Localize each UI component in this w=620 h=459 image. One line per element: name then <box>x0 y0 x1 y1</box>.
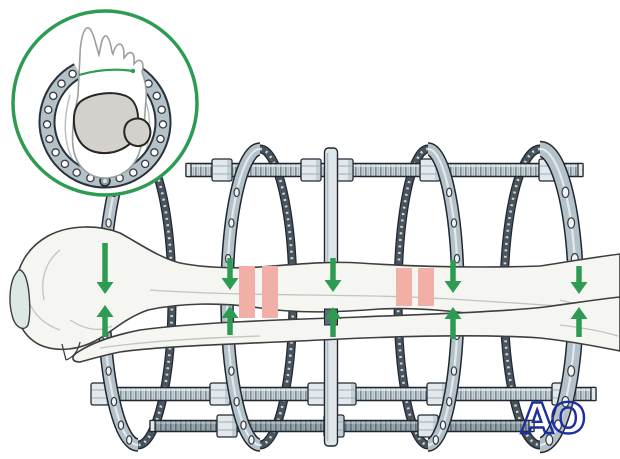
ring-hole <box>446 187 453 198</box>
foot-ring-hole <box>44 105 53 114</box>
ring-hole <box>233 396 240 407</box>
ring-hole <box>450 366 458 376</box>
foot-ring <box>38 63 172 189</box>
foot-ring-hole <box>158 120 168 129</box>
osteotomy-band <box>396 268 412 306</box>
top-threaded-rod <box>185 162 584 178</box>
foot-ring-hole <box>42 120 52 129</box>
ring-hole <box>561 186 570 199</box>
foot-ring-hole <box>60 159 70 169</box>
ring-hole <box>110 396 118 407</box>
hex-nut <box>216 414 238 438</box>
ring-hole <box>240 420 247 430</box>
foot-ring-hole <box>68 69 77 79</box>
hex-nut <box>211 158 233 182</box>
reference-wire-end-dot <box>130 68 136 74</box>
wire-arrow-pair <box>570 266 588 337</box>
wire-direction-arrows <box>96 243 588 339</box>
ao-logo: AO <box>521 394 585 443</box>
foot-ring-hole <box>156 134 165 144</box>
ring-hole <box>117 420 125 430</box>
ring-hole <box>450 218 458 228</box>
osteotomy-band <box>262 266 278 318</box>
hex-nut <box>300 158 322 182</box>
ring-hole <box>567 365 576 377</box>
fibula-detail-lines <box>99 324 619 349</box>
osteotomy-band <box>239 266 255 318</box>
foot-ring-hole <box>72 168 81 177</box>
foot-axial-inset <box>11 9 199 197</box>
reference-wire-line <box>78 68 134 77</box>
foot-ring-hole <box>57 79 66 88</box>
foot-ring-hole <box>45 134 54 144</box>
wire-arrow-pair <box>444 260 462 339</box>
foot-ring-hole <box>51 148 60 157</box>
ring-hole <box>233 187 240 198</box>
ring-hole <box>228 218 235 228</box>
osteotomy-bands <box>239 266 434 318</box>
ring-hole <box>545 434 554 446</box>
ring-hole <box>446 396 453 407</box>
cartilage-patch <box>9 269 31 330</box>
hex-nut <box>209 382 231 406</box>
hex-nut <box>335 382 357 406</box>
fibula-cross-section <box>123 117 152 148</box>
foot-ring-hole <box>129 168 138 177</box>
ring-hole <box>553 419 562 431</box>
ring-hole <box>439 420 447 430</box>
ring-hole <box>432 435 439 445</box>
foot-ring-hole <box>152 91 162 101</box>
ring-hole <box>248 435 255 445</box>
ring-hole <box>126 435 133 445</box>
ring-hole <box>228 366 235 376</box>
wire-arrow-pair <box>324 258 342 337</box>
foot-ring-hole <box>48 91 58 101</box>
ring-hole <box>561 395 570 408</box>
ring-hole <box>105 218 112 228</box>
osteotomy-band <box>418 268 434 306</box>
foot-ring-hole <box>157 105 166 114</box>
fibula-bone <box>72 296 620 363</box>
ring-hole <box>105 366 112 376</box>
ring-hole <box>567 217 576 229</box>
wire-arrow-pair <box>96 243 114 337</box>
foot-ring-hole <box>140 159 150 169</box>
foot-ring-hole <box>150 148 159 157</box>
bones <box>9 226 620 363</box>
wire-arrow-pair <box>221 258 239 335</box>
